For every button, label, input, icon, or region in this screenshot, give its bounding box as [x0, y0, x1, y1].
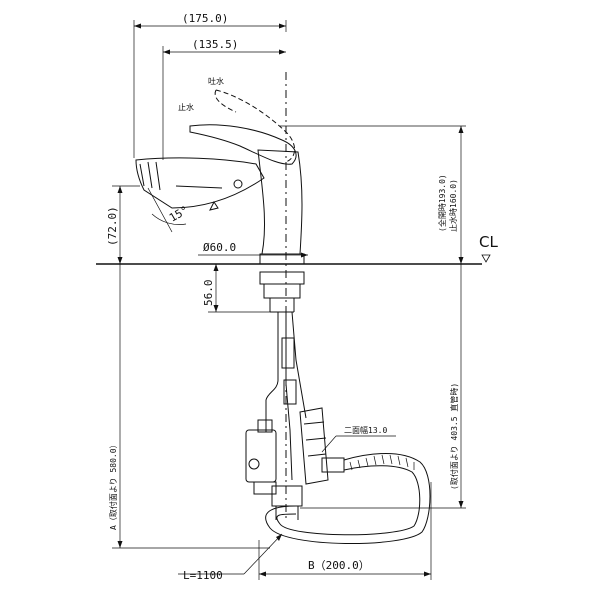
supply-pipes	[265, 311, 307, 481]
dimension-angle: 15°	[147, 187, 191, 233]
spout	[135, 157, 265, 211]
stop-label: 止水	[178, 102, 194, 112]
hose-connector	[299, 407, 345, 485]
dimension-reach: (135.5)	[162, 38, 286, 160]
dimension-base-diameter: Ø60.0	[198, 241, 308, 258]
hose-length-l-label: L=1100	[183, 569, 223, 582]
leader-hose-length-l: L=1100	[178, 533, 283, 582]
pipe-length-label: (取付面より 403.5 直管時)	[449, 383, 459, 490]
faucet-body	[257, 149, 305, 265]
height-closed-label: 止水時160.0)	[448, 179, 458, 232]
lever-handle-open: 吐水 止水	[178, 76, 295, 163]
width-overall-label: (175.0)	[182, 12, 228, 25]
discharge-label: 吐水	[208, 76, 224, 86]
shank-fitting	[259, 271, 305, 313]
spout-height-label: (72.0)	[106, 206, 119, 246]
dimension-offset-b: B（200.0）	[258, 482, 432, 580]
offset-b-label: B（200.0）	[308, 559, 370, 572]
reach-label: (135.5)	[192, 38, 238, 51]
dimension-hose-length-a: A（取付面より 580.0）	[108, 264, 270, 549]
hose-length-a-label: A（取付面より 580.0）	[108, 440, 118, 530]
centerline-marker: CL	[479, 233, 498, 263]
dimension-pipe-length: (取付面より 403.5 直管時)	[300, 264, 466, 509]
lever-handle-closed	[189, 124, 297, 165]
dimension-shank-depth: 56.0	[202, 264, 278, 313]
base-diameter-label: Ø60.0	[203, 241, 236, 254]
hose	[265, 453, 431, 545]
dimension-width-overall: (175.0)	[133, 12, 287, 158]
shutoff-valve	[245, 419, 303, 520]
shank-depth-label: 56.0	[202, 280, 215, 307]
dimension-spout-height: (72.0)	[106, 185, 140, 264]
leader-flat-width: 二面幅13.0	[321, 425, 396, 453]
centerline-label: CL	[479, 233, 498, 251]
height-open-label: (全開時193.0)	[437, 174, 447, 232]
dimension-height-right: (全開時193.0) 止水時160.0)	[280, 125, 466, 264]
flat-width-label: 二面幅13.0	[344, 425, 387, 435]
